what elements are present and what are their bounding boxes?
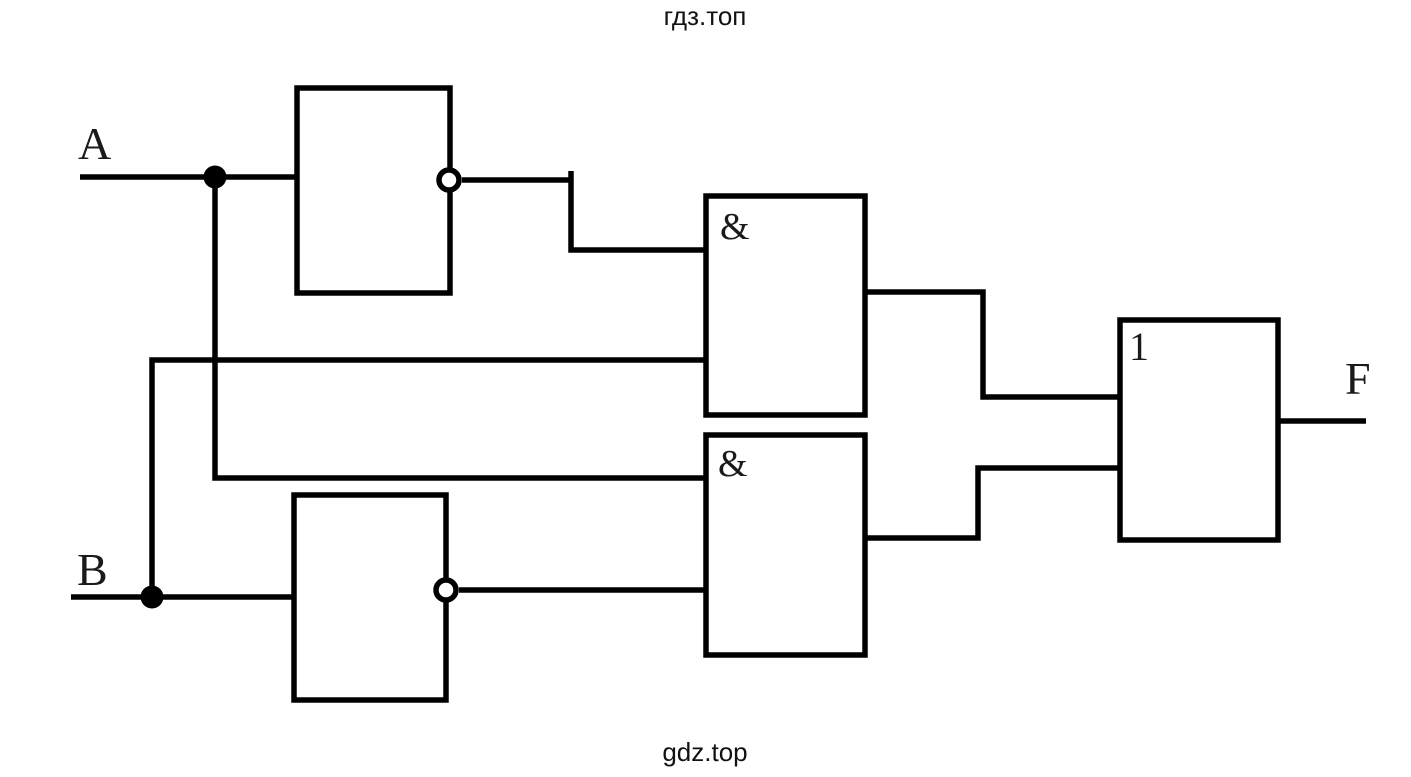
inversion-bubble-not-b bbox=[433, 577, 459, 603]
watermark-bottom: gdz.top bbox=[662, 737, 747, 767]
gate-not-b bbox=[291, 492, 449, 703]
output-f-label: F bbox=[1345, 353, 1371, 404]
wire-branch-a-to-and-bottom bbox=[212, 177, 706, 481]
wire-branch-b-to-and-top bbox=[149, 357, 706, 597]
gate-and-bottom-label: & bbox=[718, 443, 748, 485]
wire-and-top-to-or bbox=[865, 289, 1120, 400]
gate-or-final-label: 1 bbox=[1129, 324, 1149, 369]
gate-and-top-label: & bbox=[720, 206, 750, 248]
input-b-label: B bbox=[77, 544, 108, 595]
inversion-bubble-not-a bbox=[436, 167, 462, 193]
wire-and-bottom-to-or bbox=[865, 465, 1120, 541]
gate-and-bottom bbox=[703, 432, 868, 658]
watermark-top: гдз.топ bbox=[664, 1, 747, 31]
gate-not-a bbox=[294, 85, 453, 296]
gate-or-final bbox=[1117, 317, 1281, 543]
input-a-label: A bbox=[78, 118, 111, 169]
wire-not-a-output-step bbox=[568, 171, 706, 253]
gate-and-top bbox=[703, 193, 868, 418]
